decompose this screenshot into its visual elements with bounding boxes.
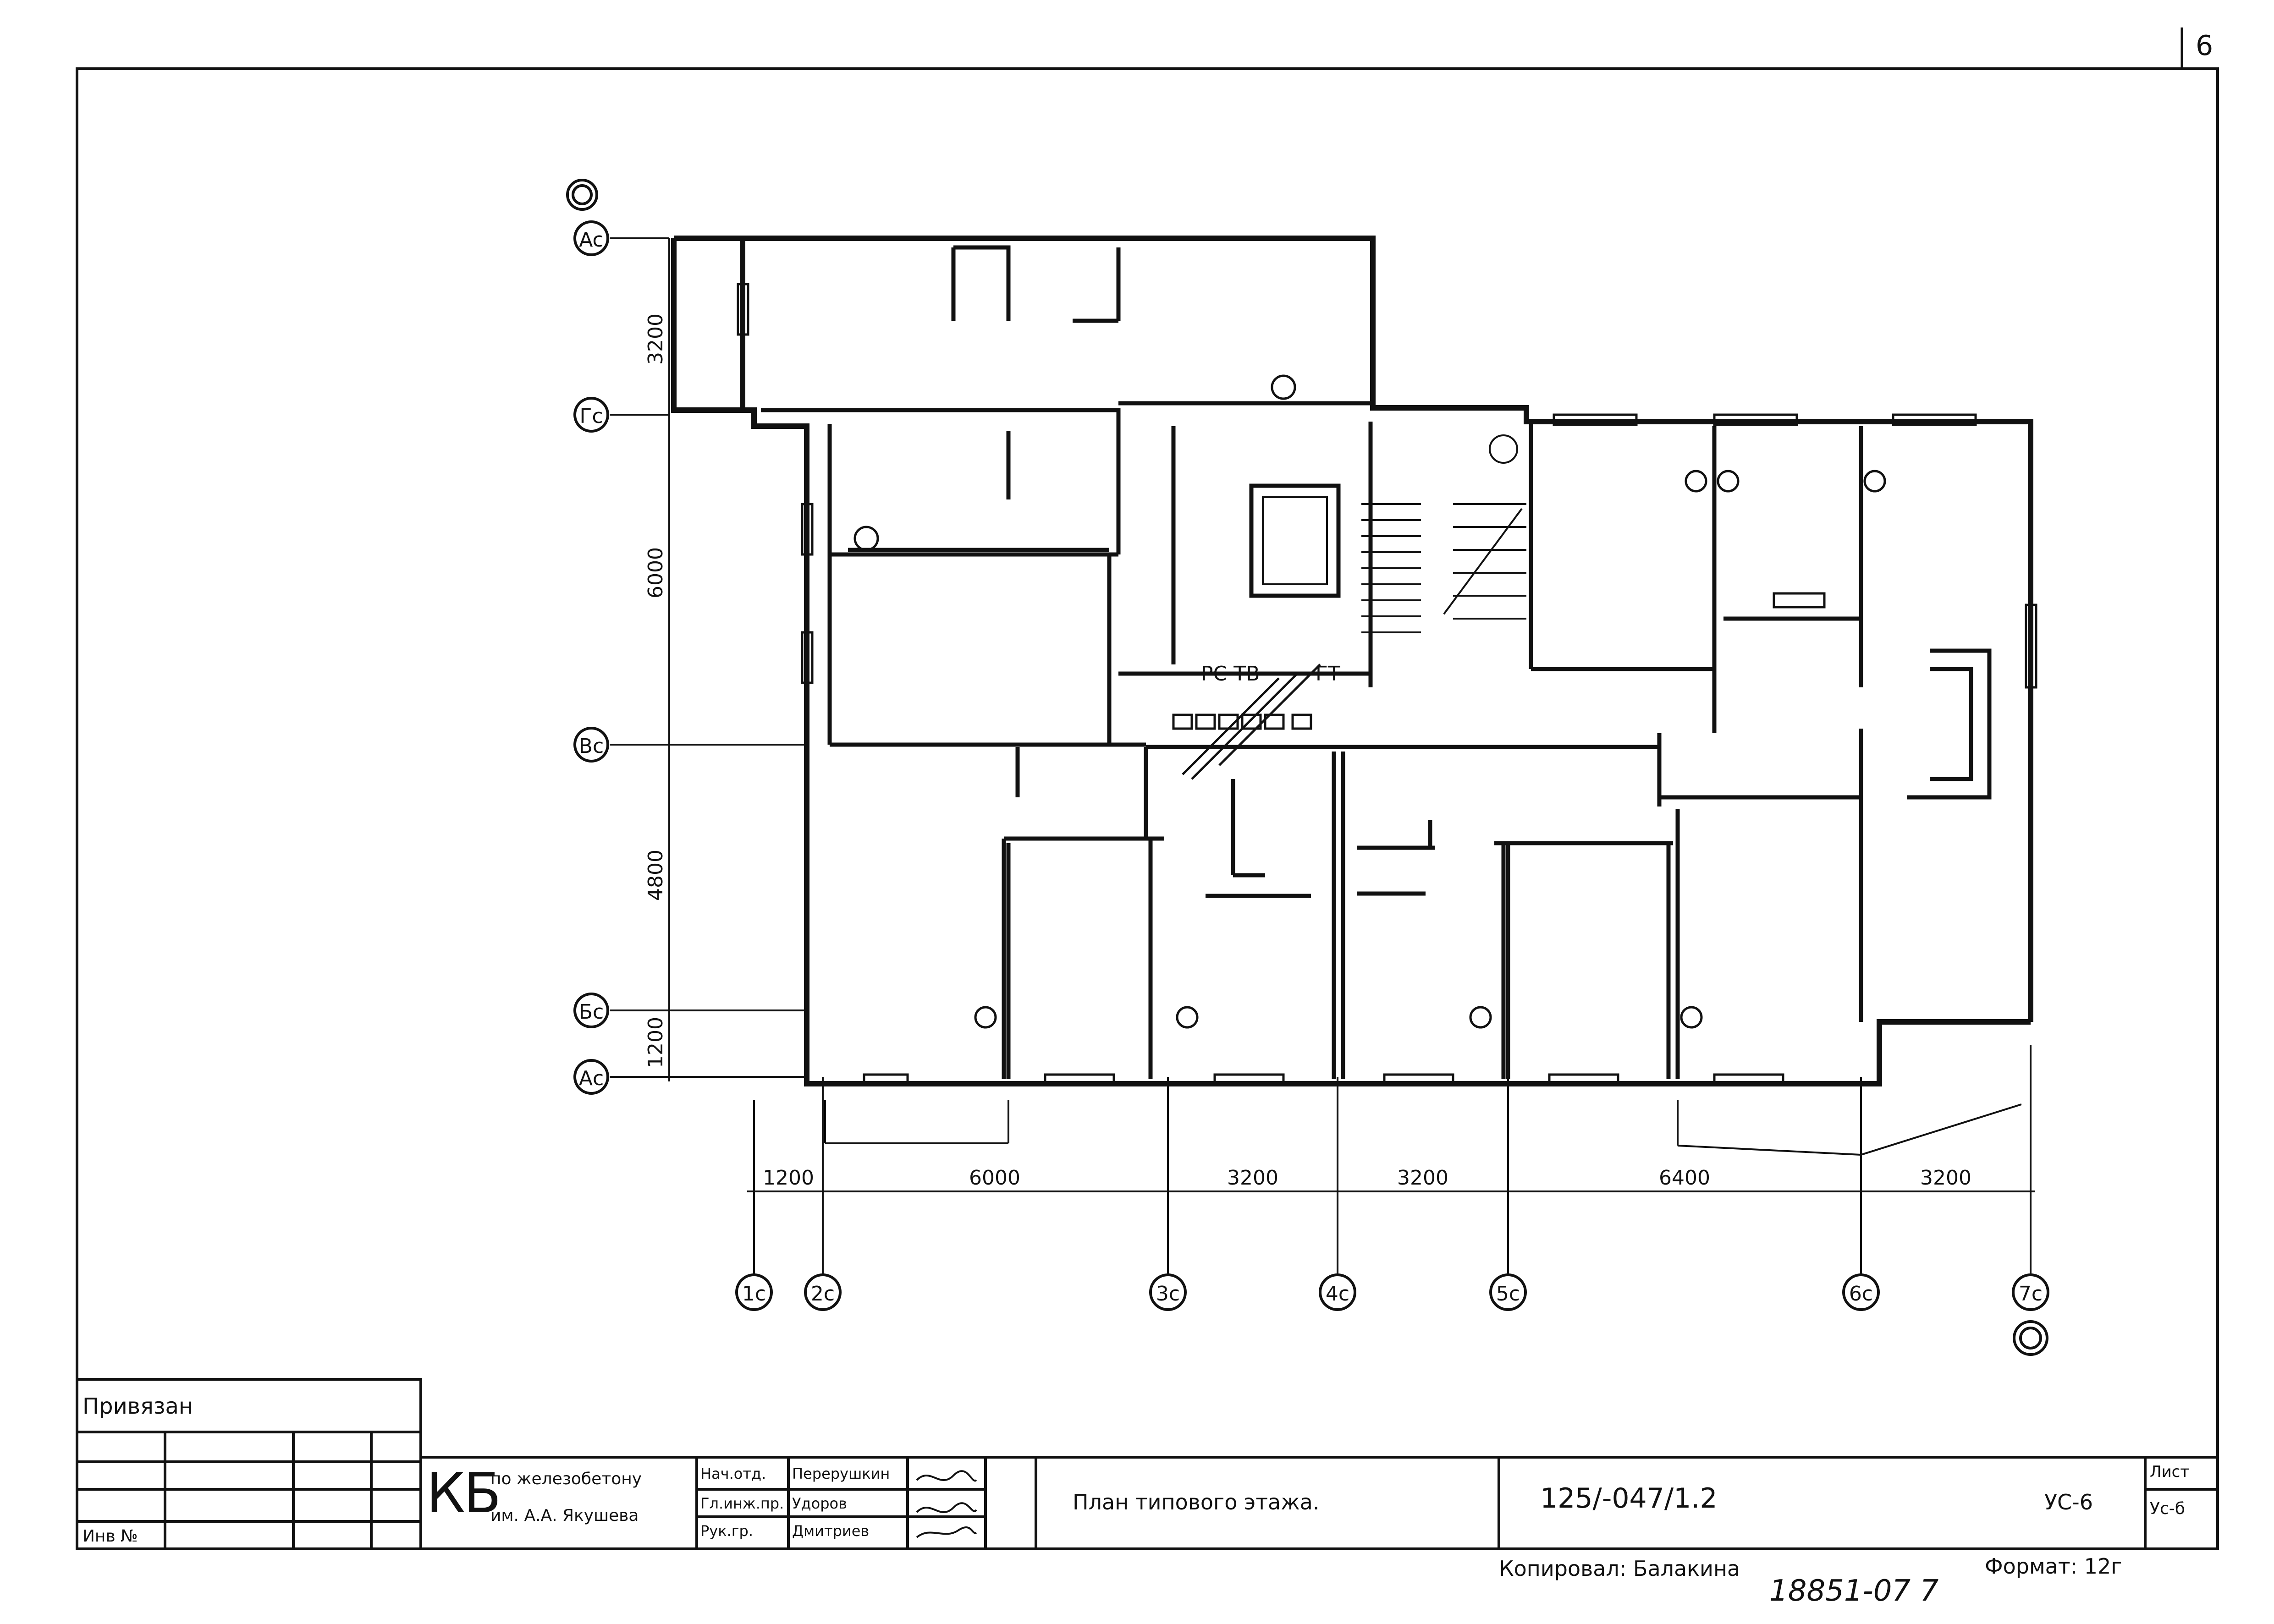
- axis-label-column: 7с: [2019, 1282, 2043, 1306]
- stamp-label: Привязан: [83, 1394, 193, 1419]
- interior-walls: [761, 401, 1863, 1079]
- inventory-label: Инв №: [83, 1527, 138, 1546]
- axis-label-column: 2с: [811, 1282, 835, 1306]
- org-code: КБ: [426, 1462, 501, 1525]
- axis-lines: [610, 237, 2035, 1274]
- role-label: Рук.гр.: [700, 1522, 754, 1540]
- format-label: Формат: 12г: [1985, 1554, 2122, 1579]
- title-block-grid: [76, 1378, 2218, 1549]
- dimension-horizontal: 3200: [1920, 1166, 1971, 1190]
- signer-name: Перерушкин: [792, 1465, 890, 1482]
- bathroom-units: [951, 245, 1992, 800]
- dimension-horizontal: 3200: [1397, 1166, 1448, 1190]
- shaft-labels-2: ГТ: [1316, 662, 1340, 686]
- axis-label-column: 3с: [1156, 1282, 1180, 1306]
- sheet-label: Лист: [2150, 1463, 2190, 1481]
- staircase: [1361, 434, 1526, 633]
- dimension-horizontal: 1200: [763, 1166, 814, 1190]
- org-line-2: им. А.А. Якушева: [490, 1506, 639, 1525]
- corner-number: 6: [2196, 30, 2213, 62]
- stage-code: УС-6: [2044, 1490, 2093, 1514]
- signer-name: Удоров: [792, 1495, 847, 1512]
- axis-label-row: Вс: [579, 735, 604, 758]
- axis-label-row: Бс: [579, 1000, 604, 1024]
- role-label: Гл.инж.пр.: [700, 1495, 784, 1512]
- fixtures: [853, 374, 1886, 1029]
- dimension-vertical: 6000: [644, 547, 667, 598]
- exterior-walls: [671, 236, 2033, 1086]
- sheet-title: План типового этажа.: [1073, 1490, 1320, 1514]
- document-number: 125/-047/1.2: [1540, 1482, 1718, 1514]
- axis-label-column: 1с: [742, 1282, 766, 1306]
- dimension-horizontal: 6400: [1659, 1166, 1710, 1190]
- dimension-horizontal: 6000: [969, 1166, 1020, 1190]
- elevator-core: [1249, 483, 1341, 598]
- axis-label-column: 6с: [1849, 1282, 1873, 1306]
- vent-shafts: [1172, 664, 1321, 780]
- dimension-vertical: 1200: [644, 1017, 667, 1068]
- sheet-value: Ус-б: [2150, 1499, 2185, 1518]
- axis-label-row: Ас: [579, 1067, 604, 1090]
- windows: [737, 283, 2037, 1086]
- axis-label-column: 5с: [1496, 1282, 1520, 1306]
- axis-label-row: Ac: [579, 228, 604, 252]
- signer-name: Дмитриев: [792, 1522, 870, 1540]
- sheet-frame: [76, 67, 2219, 1550]
- dimension-vertical: 3200: [644, 313, 667, 365]
- column-axis-bubbles: [735, 1273, 2049, 1356]
- signature-marks: [916, 1470, 977, 1538]
- role-label: Нач.отд.: [700, 1465, 766, 1482]
- row-axis-bubbles: [566, 179, 609, 1095]
- axis-label-column: 4с: [1326, 1282, 1349, 1306]
- shaft-labels: РС ТВ: [1201, 662, 1260, 686]
- copied-by: Копировал: Балакина: [1499, 1556, 1740, 1581]
- inventory-number: 18851-07 7: [1769, 1574, 1939, 1608]
- org-line-1: по железобетону: [490, 1470, 642, 1488]
- axis-label-row: Гс: [579, 405, 603, 428]
- dimension-horizontal: 3200: [1227, 1166, 1278, 1190]
- floor-plan: [610, 236, 2037, 1274]
- dimension-vertical: 4800: [644, 850, 667, 901]
